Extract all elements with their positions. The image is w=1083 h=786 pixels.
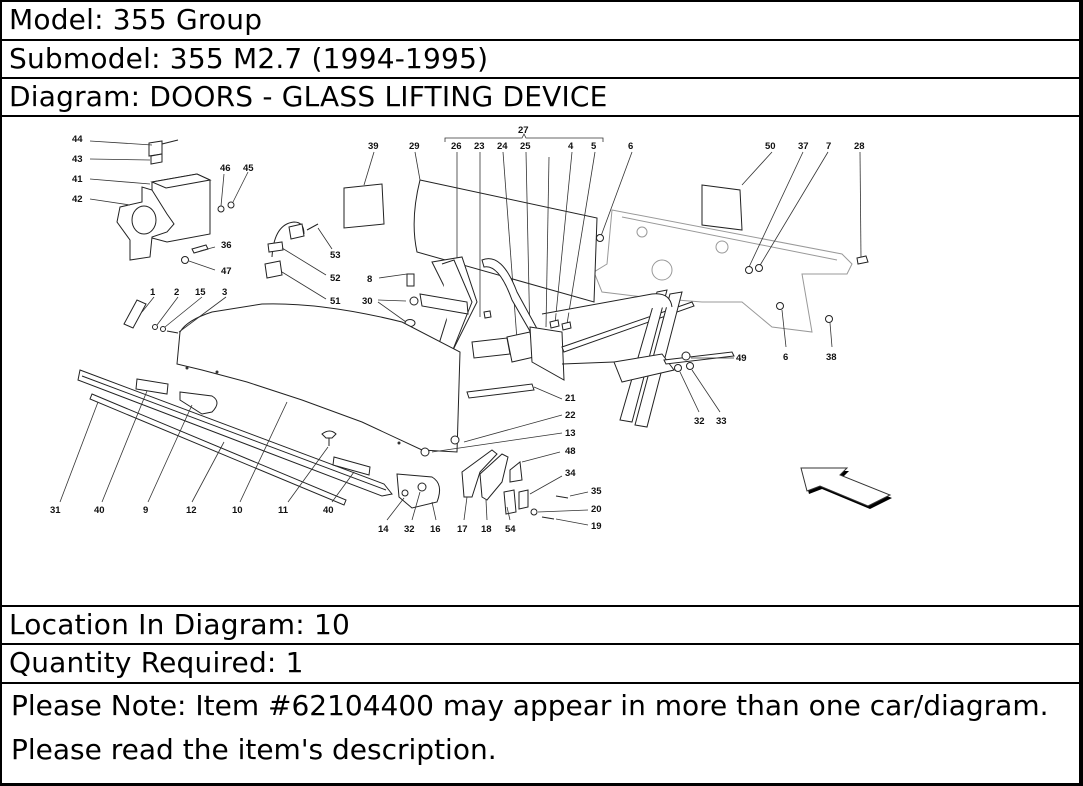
callout-40b: 40 — [323, 505, 334, 516]
callout-26: 26 — [451, 141, 462, 152]
callout-18: 18 — [481, 524, 492, 535]
callout-22: 22 — [565, 410, 576, 421]
callout-7: 7 — [826, 141, 831, 152]
callout-32a: 32 — [694, 416, 705, 427]
callout-27: 27 — [518, 125, 529, 136]
callout-30: 30 — [362, 296, 373, 307]
callout-9: 9 — [143, 505, 148, 516]
seal-patch-39 — [343, 183, 385, 229]
callout-20: 20 — [591, 504, 602, 515]
callout-3: 3 — [222, 287, 227, 298]
callout-49: 49 — [736, 353, 747, 364]
quantity-row: Quantity Required: 1 — [2, 645, 1079, 684]
window-regulator-part — [404, 256, 735, 428]
model-row: Model: 355 Group — [2, 2, 1079, 41]
callout-14: 14 — [378, 524, 389, 535]
callout-21: 21 — [565, 393, 576, 404]
callout-51: 51 — [330, 296, 341, 307]
callout-25: 25 — [520, 141, 531, 152]
callout-45: 45 — [243, 163, 254, 174]
location-row: Location In Diagram: 10 — [2, 607, 1079, 645]
glass-channel-part — [77, 369, 393, 506]
callout-33: 33 — [716, 416, 727, 427]
bracket-48 — [509, 461, 523, 483]
callout-31: 31 — [50, 505, 61, 516]
callout-34: 34 — [565, 468, 576, 479]
callout-12: 12 — [186, 505, 197, 516]
callout-8: 8 — [367, 274, 372, 285]
callout-24: 24 — [497, 141, 508, 152]
note-row: Please Note: Item #62104400 may appear i… — [11, 689, 1049, 766]
submodel-row: Submodel: 355 M2.7 (1994-1995) — [2, 41, 1079, 79]
callout-39: 39 — [368, 141, 379, 152]
callout-52: 52 — [330, 273, 341, 284]
callout-48: 48 — [565, 446, 576, 457]
callout-40a: 40 — [94, 505, 105, 516]
callout-47: 47 — [221, 266, 232, 277]
callout-16: 16 — [430, 524, 441, 535]
lower-plate-16 — [396, 473, 441, 509]
rear-glass-29 — [413, 179, 598, 303]
exploded-view-drawing: 44 43 41 42 46 45 36 47 53 52 51 — [50, 125, 892, 535]
callout-23: 23 — [474, 141, 485, 152]
door-inner-panel-part — [593, 209, 853, 333]
callout-54: 54 — [505, 524, 516, 535]
callout-29: 29 — [409, 141, 420, 152]
callout-43: 43 — [72, 154, 83, 165]
callout-4: 4 — [568, 141, 574, 152]
control-unit-part — [116, 139, 235, 264]
callout-5: 5 — [591, 141, 597, 152]
callout-15: 15 — [195, 287, 206, 298]
switch-connector-part — [264, 221, 319, 279]
callout-2: 2 — [174, 287, 179, 298]
callout-44: 44 — [72, 134, 83, 145]
bracket-17 — [461, 449, 498, 498]
callout-28: 28 — [854, 141, 865, 152]
parts-diagram: 44 43 41 42 46 45 36 47 53 52 51 — [2, 117, 1079, 607]
callout-10: 10 — [232, 505, 243, 516]
callout-11: 11 — [278, 505, 289, 516]
callout-6b: 6 — [783, 352, 788, 363]
callout-13: 13 — [565, 428, 576, 439]
callout-46: 46 — [220, 163, 231, 174]
callout-41: 41 — [72, 174, 83, 185]
callout-42: 42 — [72, 194, 83, 205]
diagram-title-row: Diagram: DOORS - GLASS LIFTING DEVICE — [2, 79, 1079, 117]
callout-1: 1 — [150, 287, 156, 298]
callout-50: 50 — [765, 141, 776, 152]
callout-6a: 6 — [628, 141, 633, 152]
door-glass-10 — [176, 303, 461, 453]
callout-35: 35 — [591, 486, 602, 497]
callout-19: 19 — [591, 521, 602, 532]
callout-32b: 32 — [404, 524, 415, 535]
callout-53: 53 — [330, 250, 341, 261]
bracket-18 — [479, 453, 509, 501]
callout-36: 36 — [221, 240, 232, 251]
glass-stop-1 — [123, 299, 147, 329]
seal-patch-50 — [701, 184, 743, 231]
callout-17: 17 — [457, 524, 468, 535]
callout-38: 38 — [826, 352, 837, 363]
callout-37: 37 — [798, 141, 809, 152]
direction-arrow-icon — [800, 467, 892, 509]
